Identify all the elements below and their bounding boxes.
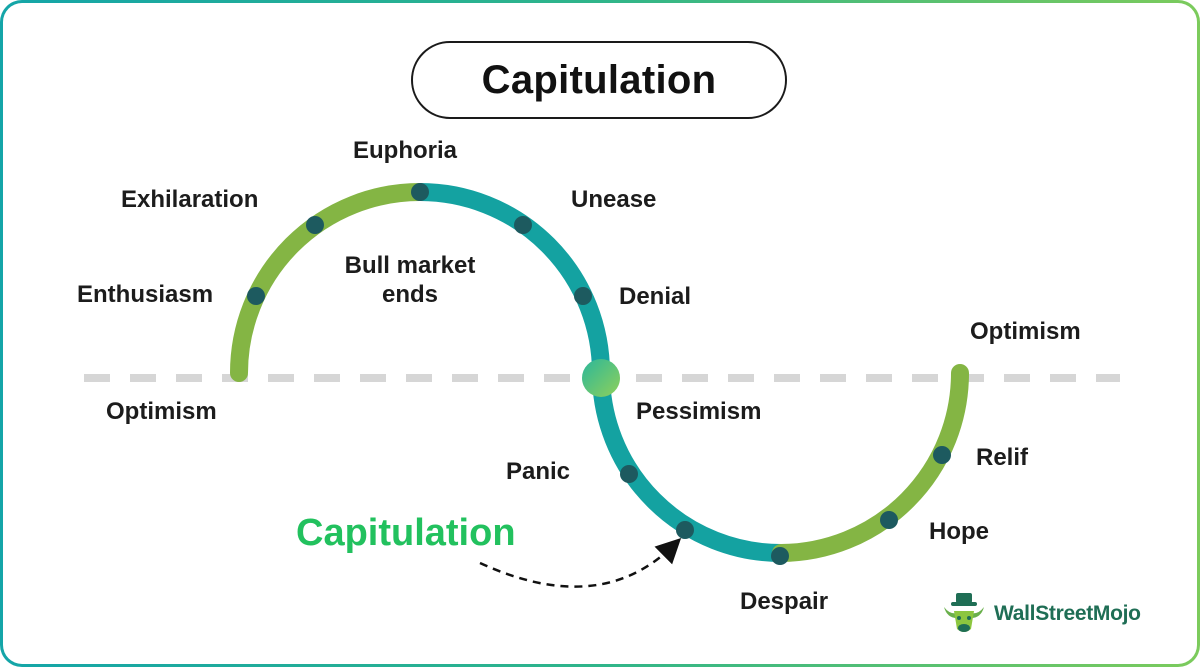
label-optimism-left: Optimism (106, 398, 217, 425)
label-capitulation-highlight: Capitulation (296, 512, 516, 554)
dot-despair (771, 547, 789, 565)
lower-arc-teal (592, 372, 782, 562)
label-pessimism: Pessimism (636, 398, 762, 425)
page-title: Capitulation (411, 41, 787, 119)
dot-euphoria (411, 183, 429, 201)
label-hope: Hope (929, 518, 989, 545)
label-bull-market-line1: Bull market (344, 252, 476, 279)
upper-arc-teal (419, 183, 610, 374)
label-optimism-right: Optimism (970, 318, 1081, 345)
lower-arc-green (772, 364, 969, 562)
dot-hope (880, 511, 898, 529)
dot-enthusiasm (247, 287, 265, 305)
dot-capitulation (676, 521, 694, 539)
upper-arc-green (230, 183, 429, 382)
label-enthusiasm: Enthusiasm (77, 281, 214, 308)
bull-mascot-icon (944, 593, 984, 632)
dot-exhilaration (306, 216, 324, 234)
brand-logo: WallStreetMojo (940, 591, 1141, 637)
center-node (582, 359, 620, 397)
label-unease: Unease (571, 186, 657, 213)
label-bull-market-ends: Bull market ends (330, 252, 490, 310)
label-bull-market-line2: ends (381, 280, 438, 308)
label-relif: Relif (976, 444, 1029, 471)
label-denial: Denial (619, 283, 692, 310)
label-panic: Panic (506, 458, 571, 485)
label-euphoria: Euphoria (353, 137, 458, 164)
capitulation-arrow (479, 537, 682, 588)
dot-denial (574, 287, 592, 305)
label-despair: Despair (740, 588, 829, 615)
dot-relif (933, 446, 951, 464)
label-exhilaration: Exhilaration (121, 186, 259, 213)
dot-panic (620, 465, 638, 483)
dot-unease (514, 216, 532, 234)
brand-name: WallStreetMojo (994, 602, 1141, 625)
